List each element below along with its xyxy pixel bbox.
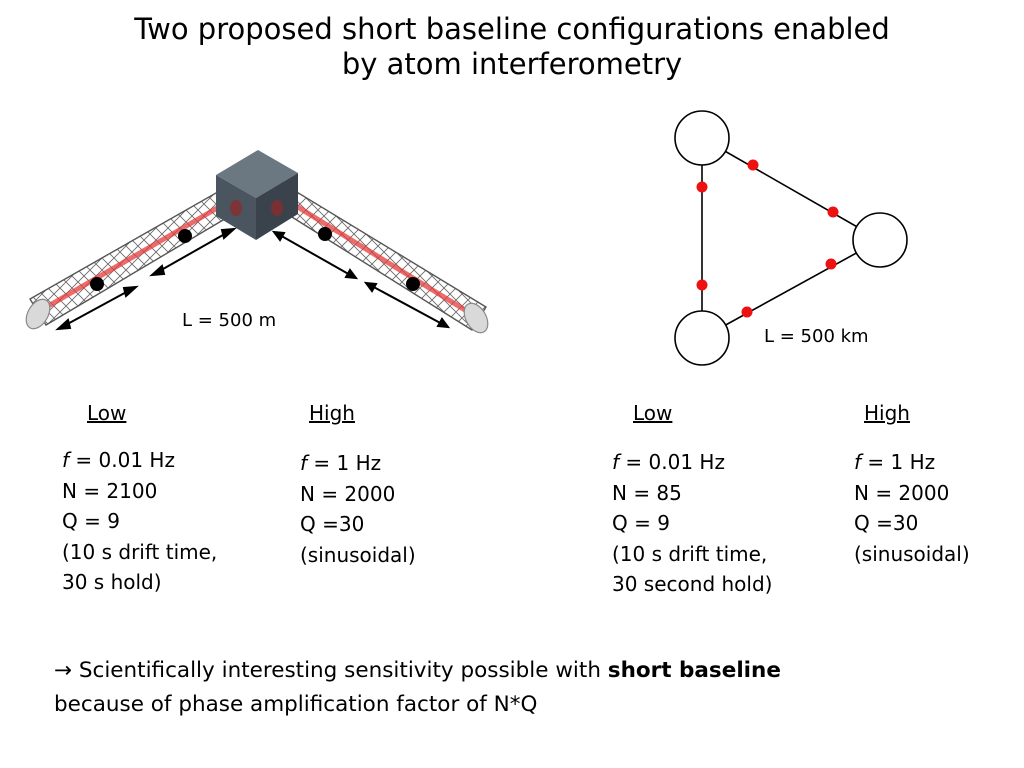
left-low-params: f = 0.01 Hz N = 2100 Q = 9 (10 s drift t…: [62, 445, 217, 598]
frequency-symbol: f: [62, 448, 70, 472]
atom-dot: [90, 277, 104, 291]
frequency-symbol: f: [300, 451, 308, 475]
satellite-top: [674, 110, 730, 166]
left-high-heading: High: [309, 401, 355, 425]
note-line-1: (10 s drift time,: [612, 541, 768, 566]
configurations-diagram: [25, 110, 908, 366]
frequency-symbol: f: [612, 450, 620, 474]
right-low-heading: Low: [633, 401, 673, 425]
q-value: Q =30: [300, 512, 365, 536]
conclusion: → Scientifically interesting sensitivity…: [54, 654, 994, 722]
n-value: N = 2100: [62, 478, 158, 503]
arrow-icon: →: [54, 658, 73, 683]
conclusion-emphasis: short baseline: [607, 658, 781, 683]
right-low-params: f = 0.01 Hz N = 85 Q = 9 (10 s drift tim…: [612, 447, 772, 600]
note-line-2: 30 s hold): [62, 570, 162, 594]
right-high-heading: High: [864, 401, 910, 425]
q-value: Q = 9: [62, 509, 120, 533]
triangle-configuration: [674, 110, 908, 366]
baseline-label-500m: L = 500 m: [182, 310, 277, 331]
central-cube: [216, 150, 298, 240]
baseline-arrows: [55, 227, 451, 331]
conclusion-text: Scientifically interesting sensitivity p…: [72, 658, 608, 683]
triangle-edge: [701, 239, 881, 339]
slide-title-line-1: Two proposed short baseline configuratio…: [134, 12, 890, 46]
satellite-bottom: [674, 310, 730, 366]
frequency-symbol: f: [854, 450, 862, 474]
frequency-value: = 0.01 Hz: [69, 448, 175, 472]
atom-dot: [406, 277, 420, 291]
frequency-value: = 0.01 Hz: [619, 450, 725, 474]
left-low-heading: Low: [87, 401, 127, 425]
note-line-1: (10 s drift time,: [62, 539, 218, 564]
note-line-1: (sinusoidal): [854, 541, 970, 566]
n-value: N = 85: [612, 480, 682, 505]
frequency-value: = 1 Hz: [861, 450, 936, 474]
atom-dot: [318, 227, 332, 241]
right-arm: [266, 182, 489, 334]
triangle-edge: [701, 137, 881, 241]
frequency-value: = 1 Hz: [307, 451, 382, 475]
n-value: N = 2000: [300, 481, 396, 506]
right-arm-laser-beam: [273, 190, 480, 321]
satellite-right: [852, 212, 908, 268]
q-value: Q = 9: [612, 511, 670, 535]
note-line-2: 30 second hold): [612, 572, 773, 596]
n-value: N = 2000: [854, 480, 950, 505]
l-shaped-configuration: [25, 150, 489, 334]
right-arm-end-mirror: [463, 302, 489, 334]
atom-dot: [178, 229, 192, 243]
left-arm-laser-beam: [36, 193, 240, 315]
atom-dots-red: [696, 159, 839, 318]
right-high-params: f = 1 Hz N = 2000 Q =30 (sinusoidal): [854, 447, 970, 569]
q-value: Q =30: [854, 511, 919, 535]
conclusion-line-2: because of phase amplification factor of…: [54, 692, 538, 717]
slide-title-line-2: by atom interferometry: [341, 46, 683, 81]
slide-title: Two proposed short baseline configuratio…: [0, 12, 1024, 82]
baseline-label-500km: L = 500 km: [764, 326, 869, 347]
note-line-1: (sinusoidal): [300, 542, 416, 567]
left-arm-end-mirror: [25, 298, 51, 330]
left-arm: [25, 184, 246, 330]
left-high-params: f = 1 Hz N = 2000 Q =30 (sinusoidal): [300, 448, 416, 570]
